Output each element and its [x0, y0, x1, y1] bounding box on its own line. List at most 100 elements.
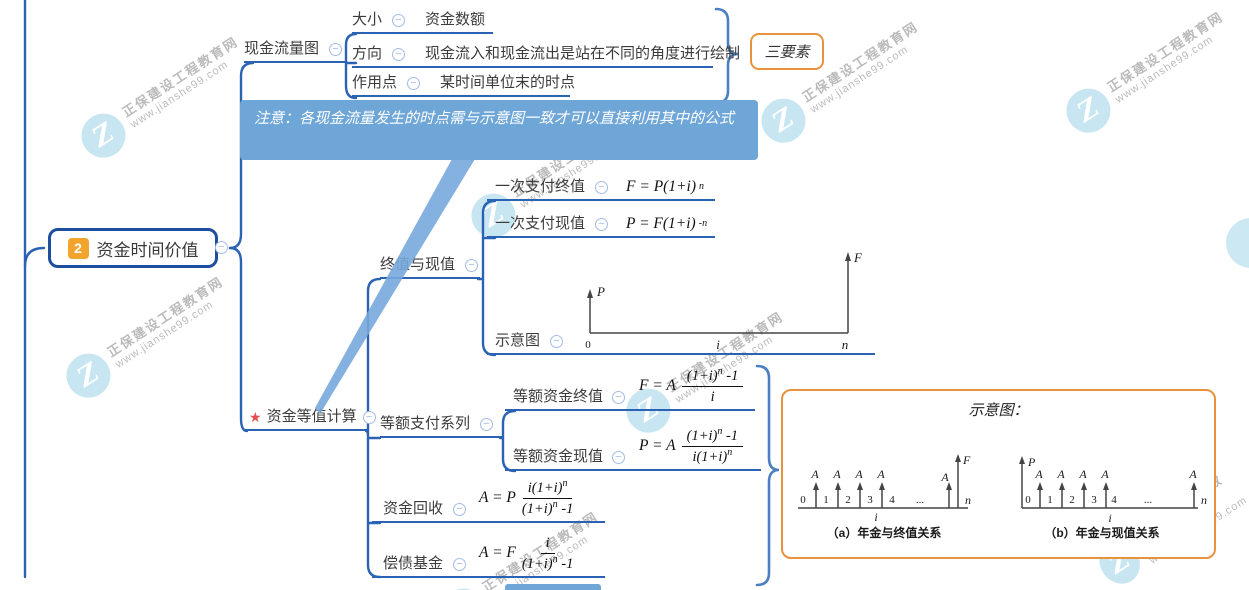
svg-text:A: A: [1056, 467, 1065, 481]
root-link: [23, 246, 46, 268]
node-label: 等额资金现值: [513, 448, 604, 465]
svg-text:i: i: [874, 510, 877, 524]
three-elements-brace: [714, 7, 739, 105]
svg-text:A: A: [1188, 467, 1197, 481]
note-box[interactable]: 注意：各现金流量发生的时点需与示意图一致才可以直接利用其中的公式: [240, 100, 758, 160]
collapse-icon[interactable]: −: [595, 181, 609, 194]
collapse-icon[interactable]: −: [392, 14, 406, 27]
svg-text:4: 4: [889, 494, 895, 506]
svg-text:4: 4: [1111, 494, 1117, 506]
collapse-icon[interactable]: −: [480, 418, 494, 431]
node-single-payment-fv[interactable]: 一次支付终值 − F = P(1+i)n: [487, 176, 715, 201]
annuity-present-value-diagram: P A A A A A 0 1 2 3 4 ... n i （b）年金与现值关系: [1019, 455, 1207, 540]
svg-text:A: A: [940, 470, 949, 484]
svg-text:0: 0: [585, 339, 591, 351]
svg-text:2: 2: [1069, 494, 1075, 506]
brand-logo-icon: [1226, 218, 1249, 268]
chapter-badge: 2: [67, 237, 89, 259]
svg-text:A: A: [1078, 467, 1087, 481]
collapse-icon[interactable]: −: [453, 503, 467, 516]
svg-text:A: A: [832, 467, 841, 481]
star-icon: ★: [249, 409, 262, 425]
root-title: 资金时间价值: [96, 240, 199, 260]
formula-annuity-pv: P = A (1+i)n -1 i(1+i)n: [639, 426, 744, 466]
three-elements-label: 三要素: [764, 44, 810, 61]
node-label: 资金等值计算: [266, 408, 357, 425]
collapse-icon[interactable]: −: [612, 451, 626, 464]
node-annuity-pv[interactable]: 等额资金现值 − P = A (1+i)n -1 i(1+i)n: [505, 426, 761, 471]
collapse-icon[interactable]: −: [550, 335, 564, 348]
svg-text:0: 0: [1025, 494, 1031, 506]
collapse-icon[interactable]: −: [453, 558, 467, 571]
node-cash-flow-diagram[interactable]: 现金流量图 −: [244, 40, 345, 63]
note-box-partial: [505, 584, 601, 590]
node-sinking-fund[interactable]: 偿债基金 − A = F i (1+i)n -1: [372, 533, 605, 578]
svg-text:3: 3: [1091, 494, 1097, 506]
collapse-icon[interactable]: −: [595, 218, 609, 231]
root-node-time-value-of-money[interactable]: 2 资金时间价值: [48, 228, 218, 268]
collapse-icon[interactable]: −: [465, 259, 479, 272]
node-value: 某时间单位末的时点: [440, 74, 576, 91]
node-label: 现金流量图: [244, 40, 320, 57]
branch-equivalence-link: [228, 246, 249, 433]
svg-text:P: P: [1027, 455, 1036, 469]
formula-single-fv: F = P(1+i)n: [626, 178, 705, 195]
sketch-box-brace: [755, 364, 780, 587]
formula-single-pv: P = F(1+i)-n: [626, 215, 708, 232]
svg-text:2: 2: [845, 494, 851, 506]
node-label: 等额资金终值: [513, 388, 604, 405]
svg-text:A: A: [1034, 467, 1043, 481]
node-label: 大小: [352, 11, 383, 28]
pv-fv-sketch-diagram: P F 0 i n: [585, 250, 863, 352]
node-capital-recovery[interactable]: 资金回收 − A = P i(1+i)n (1+i)n -1: [372, 478, 605, 523]
collapse-icon[interactable]: −: [362, 411, 376, 424]
node-action-point[interactable]: 作用点 − 某时间单位末的时点: [352, 74, 575, 97]
note-text: 注意：各现金流量发生的时点需与示意图一致才可以直接利用其中的公式: [254, 110, 735, 127]
node-sketch[interactable]: 示意图 −: [487, 332, 875, 355]
node-label: 方向: [352, 45, 383, 62]
svg-text:...: ...: [916, 494, 925, 506]
node-label: 偿债基金: [383, 555, 444, 572]
node-annuity-series[interactable]: 等额支付系列 −: [380, 414, 502, 438]
node-size[interactable]: 大小 − 资金数额: [352, 11, 493, 34]
svg-text:0: 0: [800, 494, 806, 506]
svg-text:P: P: [596, 284, 605, 299]
svg-text:（a）年金与终值关系: （a）年金与终值关系: [827, 525, 942, 540]
collapse-icon[interactable]: −: [392, 48, 406, 61]
svg-text:3: 3: [867, 494, 873, 506]
formula-capital-recovery: A = P i(1+i)n (1+i)n -1: [479, 477, 574, 517]
equivalence-children-bracket: [364, 277, 382, 579]
collapse-icon[interactable]: −: [407, 77, 421, 90]
svg-text:i: i: [1108, 511, 1111, 525]
node-label: 资金回收: [383, 500, 444, 517]
node-label: 等额支付系列: [380, 415, 471, 432]
svg-text:A: A: [876, 467, 885, 481]
svg-text:i: i: [716, 337, 720, 352]
svg-text:A: A: [1100, 467, 1109, 481]
node-value: 资金数额: [425, 11, 486, 28]
node-direction[interactable]: 方向 − 现金流入和现金流出是站在不同的角度进行绘制: [352, 45, 740, 68]
cashflow-children-bracket: [344, 32, 358, 100]
svg-text:A: A: [810, 467, 819, 481]
node-equivalence-calc[interactable]: ★ 资金等值计算 −: [245, 407, 376, 431]
collapse-icon[interactable]: −: [329, 43, 343, 56]
svg-text:（b）年金与现值关系: （b）年金与现值关系: [1044, 525, 1159, 540]
three-elements-box[interactable]: 三要素: [750, 33, 824, 70]
svg-text:1: 1: [1047, 494, 1053, 506]
svg-text:...: ...: [1144, 494, 1153, 506]
svg-text:F: F: [962, 453, 971, 467]
formula-sinking-fund: A = F i (1+i)n -1: [479, 534, 574, 572]
sketch-diagrams-box[interactable]: 示意图：: [781, 389, 1216, 559]
svg-text:n: n: [1201, 493, 1207, 507]
note-callout-line: [315, 159, 475, 414]
collapse-icon[interactable]: −: [215, 241, 228, 254]
svg-text:A: A: [854, 467, 863, 481]
node-value: 现金流入和现金流出是站在不同的角度进行绘制: [425, 45, 741, 62]
svg-text:F: F: [853, 250, 863, 265]
svg-text:n: n: [965, 493, 971, 507]
svg-text:1: 1: [823, 494, 829, 506]
annuity-future-value-diagram: A A A A A F 0 1 2 3 4 ... n i （a）年金与终值关系: [798, 453, 971, 540]
node-label: 作用点: [352, 74, 398, 91]
